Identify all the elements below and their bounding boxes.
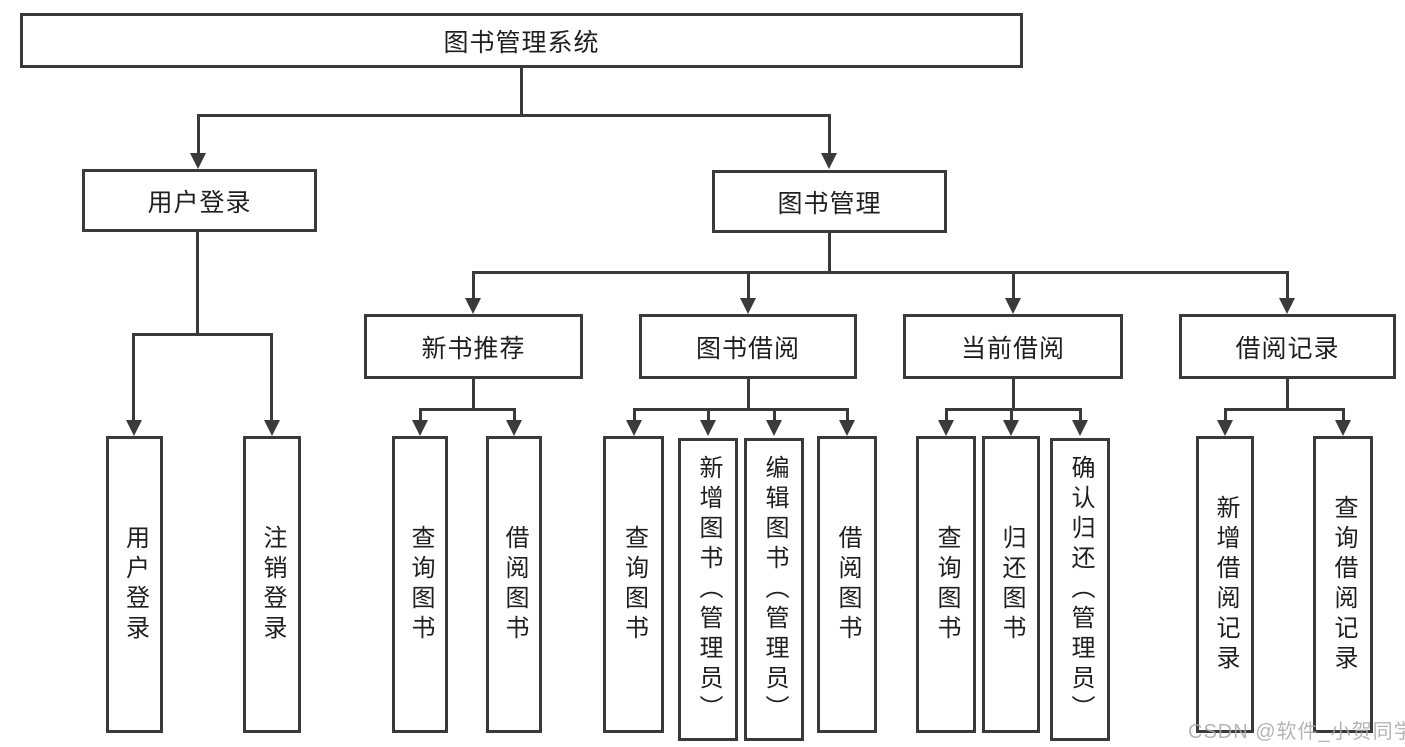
node-root: 图书管理系统 <box>20 13 1023 68</box>
connector-bookmgmt-bus <box>472 271 1289 274</box>
leaf-records-query-record: 查询借阅记录 <box>1313 436 1373 733</box>
connector-userlogin-stem <box>196 232 199 336</box>
connector-root-left-drop <box>197 114 200 154</box>
connector-bookmgmt-drop-3 <box>1012 271 1015 299</box>
connector-bookmgmt-drop-4 <box>1286 271 1289 299</box>
node-borrow-records: 借阅记录 <box>1179 314 1396 379</box>
connector-newbooks-bus <box>419 408 516 411</box>
leaf-logout: 注销登录 <box>243 436 301 733</box>
leaf-bookborrow-add-books-admin: 新增图书（管理员） <box>678 438 738 741</box>
leaf-bookborrow-query-books: 查询图书 <box>603 436 664 733</box>
node-book-borrow: 图书借阅 <box>639 314 857 379</box>
leaf-currentborrow-confirm-return-admin: 确认归还（管理员） <box>1050 438 1110 741</box>
connector-newbooks-stem <box>472 379 475 411</box>
arrow-down-icon <box>938 420 954 436</box>
connector-userlogin-drop-2 <box>270 333 273 421</box>
connector-borrowrecords-stem <box>1286 379 1289 411</box>
arrow-down-icon <box>465 298 481 314</box>
connector-currentborrow-bus <box>945 408 1082 411</box>
connector-bookmgmt-stem <box>828 233 831 274</box>
csdn-watermark: CSDN @软件_小贺同学 <box>1188 721 1405 743</box>
node-new-book-recommend: 新书推荐 <box>364 314 583 379</box>
arrow-down-icon <box>1003 420 1019 436</box>
connector-bookmgmt-drop-2 <box>747 271 750 299</box>
connector-userlogin-bus <box>132 333 273 336</box>
arrow-down-icon <box>766 420 782 436</box>
node-current-borrow: 当前借阅 <box>903 314 1123 379</box>
arrow-down-icon <box>412 420 428 436</box>
leaf-currentborrow-return-books: 归还图书 <box>982 436 1040 733</box>
connector-currentborrow-stem <box>1012 379 1015 411</box>
connector-bookborrow-drop-4 <box>846 408 849 421</box>
connector-currentborrow-drop-3 <box>1079 408 1082 421</box>
arrow-down-icon <box>1217 420 1233 436</box>
leaf-currentborrow-query-books: 查询图书 <box>916 436 976 733</box>
connector-borrowrecords-drop-2 <box>1342 408 1345 421</box>
connector-root-right-drop <box>828 114 831 154</box>
leaf-newbooks-query-books: 查询图书 <box>392 436 448 733</box>
arrow-down-icon <box>740 298 756 314</box>
leaf-user-login: 用户登录 <box>106 436 163 733</box>
connector-root-bus <box>197 114 831 117</box>
arrow-down-icon <box>1072 420 1088 436</box>
connector-bookborrow-stem <box>747 379 750 411</box>
arrow-down-icon <box>700 420 716 436</box>
leaf-newbooks-borrow-books: 借阅图书 <box>486 436 542 733</box>
arrow-down-icon <box>506 420 522 436</box>
arrow-down-icon <box>821 153 837 169</box>
arrow-down-icon <box>1279 298 1295 314</box>
connector-newbooks-drop-2 <box>513 408 516 421</box>
node-user-login: 用户登录 <box>82 169 317 232</box>
leaf-records-add-record: 新增借阅记录 <box>1196 436 1254 733</box>
connector-root-stem <box>520 68 523 117</box>
connector-currentborrow-drop-1 <box>945 408 948 421</box>
connector-bookborrow-drop-3 <box>773 408 776 421</box>
arrow-down-icon <box>1005 298 1021 314</box>
connector-borrowrecords-drop-1 <box>1224 408 1227 421</box>
leaf-bookborrow-borrow-books: 借阅图书 <box>817 436 877 733</box>
arrow-down-icon <box>126 420 142 436</box>
connector-bookmgmt-drop-1 <box>472 271 475 299</box>
connector-bookborrow-bus <box>633 408 849 411</box>
node-book-management: 图书管理 <box>712 170 947 233</box>
arrow-down-icon <box>190 153 206 169</box>
connector-borrowrecords-bus <box>1224 408 1345 411</box>
arrow-down-icon <box>1335 420 1351 436</box>
arrow-down-icon <box>264 420 280 436</box>
connector-bookborrow-drop-1 <box>633 408 636 421</box>
connector-newbooks-drop-1 <box>419 408 422 421</box>
connector-currentborrow-drop-2 <box>1010 408 1013 421</box>
connector-userlogin-drop-1 <box>132 333 135 421</box>
leaf-bookborrow-edit-books-admin: 编辑图书（管理员） <box>744 438 804 741</box>
connector-bookborrow-drop-2 <box>707 408 710 421</box>
arrow-down-icon <box>626 420 642 436</box>
arrow-down-icon <box>839 420 855 436</box>
